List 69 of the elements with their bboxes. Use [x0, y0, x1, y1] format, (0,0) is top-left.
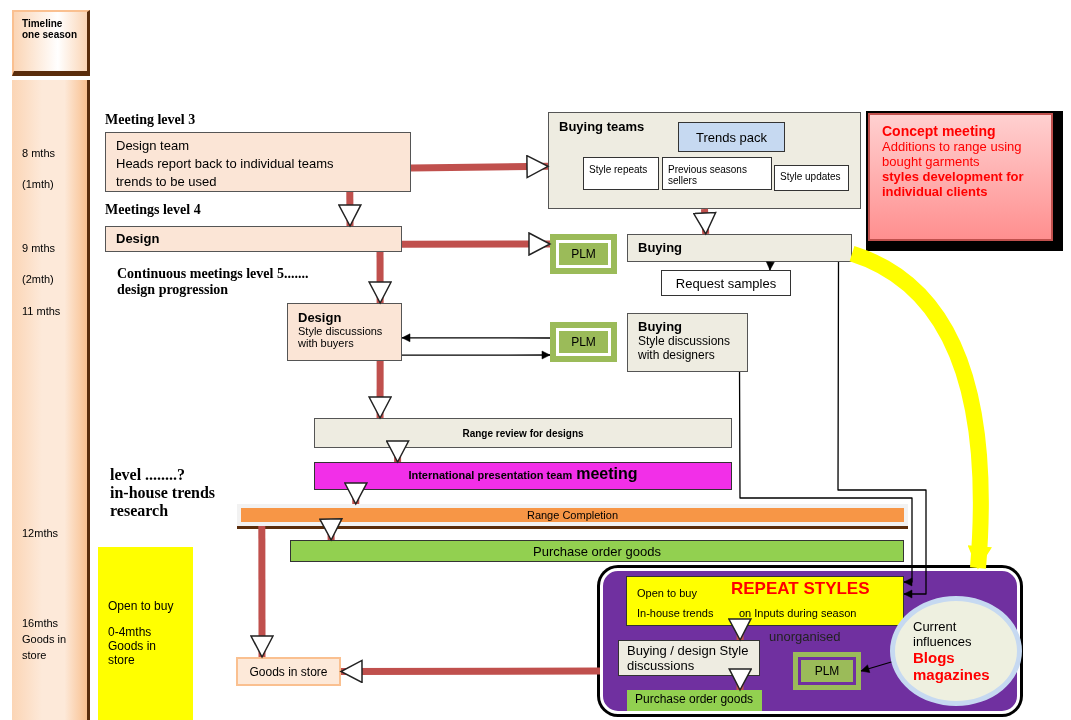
block-arrow — [410, 154, 549, 179]
node-text: In-house trends — [637, 607, 714, 619]
node-text: International presentation team — [408, 469, 573, 481]
block-arrow — [250, 526, 274, 658]
block-arrow — [692, 208, 717, 235]
node-text: 11 mths — [22, 304, 61, 319]
node-text: Buying / design Style discussions — [627, 643, 750, 673]
block-arrow — [319, 518, 343, 541]
arrow — [860, 661, 892, 673]
block-arrow — [344, 482, 368, 505]
block-arrow — [385, 440, 410, 463]
annotation-text: Continuous meetings level 5....... design progression — [117, 266, 310, 298]
node-text: Style discussions with designers — [638, 334, 732, 362]
arrow — [401, 350, 551, 360]
block-arrow — [338, 191, 362, 227]
node-text: unorganised — [769, 629, 841, 644]
node-text: 9 mths — [22, 241, 55, 256]
node-text: Open to buy — [637, 587, 697, 599]
node-text: (2mth) — [22, 272, 54, 287]
curved-arrow — [849, 246, 991, 569]
node-text: Range Completion — [526, 509, 619, 521]
node-text: Buying — [638, 240, 684, 255]
node-text: PLM — [571, 247, 596, 261]
node-text: Timeline one season — [22, 18, 79, 40]
node-text: 0-4mths Goods in store — [108, 625, 158, 667]
node-text: Design team — [116, 137, 190, 155]
node-text: Concept meeting — [882, 123, 997, 139]
block-arrow — [402, 232, 551, 256]
node-text: Design — [298, 310, 343, 325]
node-text: (1mth) — [22, 177, 54, 192]
node-text: Style updates — [780, 171, 842, 182]
node-text: Purchase order goods — [635, 692, 754, 706]
block-arrow — [728, 618, 752, 641]
node-text: Style repeats — [589, 164, 649, 175]
node-text: Range review for designs — [462, 427, 584, 439]
node-text: Buying — [638, 319, 684, 334]
block-arrow — [368, 361, 392, 419]
section-heading: Meetings level 4 — [105, 202, 201, 218]
arrow — [401, 333, 551, 343]
arrow — [766, 261, 775, 271]
node-text: Blogs magazines — [913, 649, 991, 683]
node-text: 16mths Goods in store — [22, 616, 68, 663]
node-text: Design — [116, 231, 161, 246]
block-arrow — [728, 668, 752, 691]
node-text: PLM — [814, 664, 840, 678]
node-text: Request samples — [675, 275, 777, 291]
node-text: Current influences — [913, 619, 973, 649]
node-text: Buying teams — [559, 119, 646, 134]
node-text: 12mths — [22, 526, 59, 541]
node-text: 8 mths — [22, 146, 55, 161]
node-text: Trends pack — [695, 129, 768, 145]
block-arrow — [340, 659, 600, 684]
node-text: trends to be used — [116, 173, 218, 191]
node-text: Goods in store — [249, 664, 328, 679]
node-text: meeting — [576, 465, 638, 483]
annotation-text: level ........? in-house trends research — [110, 466, 217, 520]
node-text: styles development for individual clients — [882, 169, 1025, 199]
node-text: Open to buy — [108, 599, 175, 613]
block-arrow — [368, 252, 392, 304]
node-text: Previous seasons sellers — [668, 164, 748, 186]
arrow — [738, 371, 913, 587]
section-heading: Meeting level 3 — [105, 112, 196, 128]
node-text: on Inputs during season — [739, 607, 857, 619]
node-text: Purchase order goods — [533, 543, 661, 559]
node-text: Style discussions with buyers — [298, 325, 384, 349]
node-text: PLM — [571, 335, 596, 349]
node-text: Heads report back to individual teams — [116, 155, 335, 173]
node-text: REPEAT STYLES — [731, 579, 870, 599]
arrow — [837, 261, 927, 599]
